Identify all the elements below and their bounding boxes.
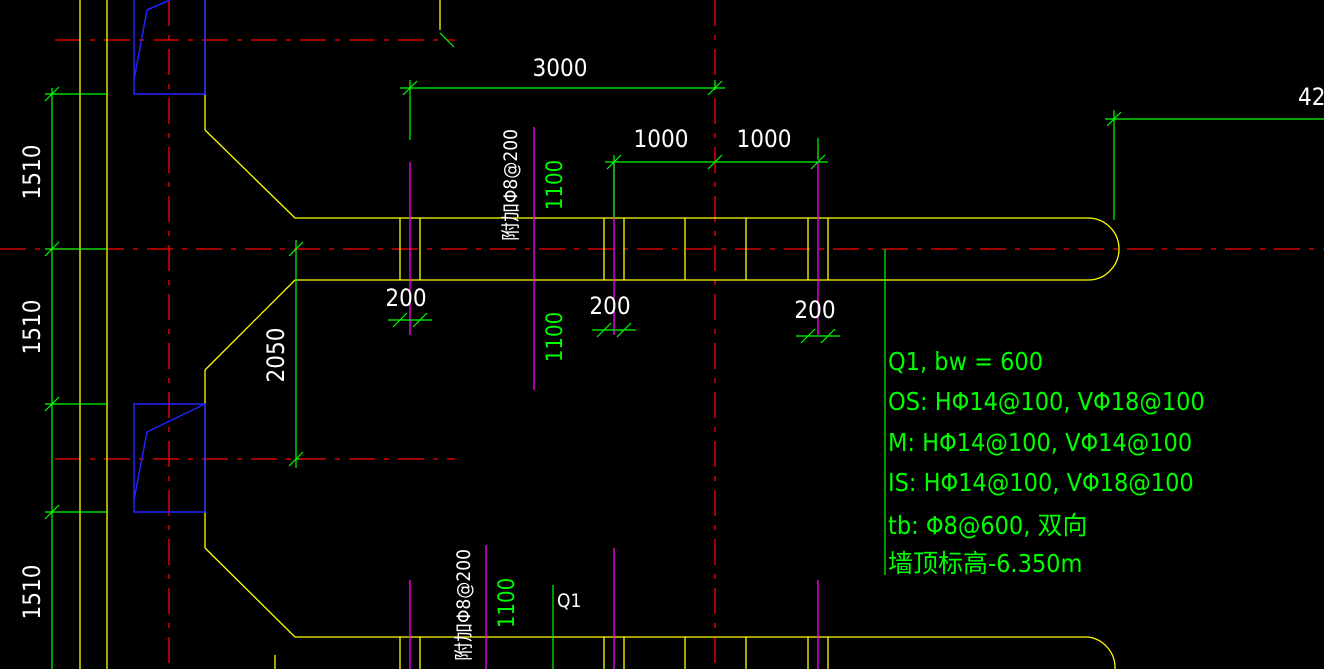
dim-top-span: 3000	[533, 54, 588, 82]
added-rebar-upper-label: 附加Φ8@200	[500, 129, 522, 241]
rebar-length-upper-top: 1100	[543, 160, 568, 210]
wall-note-4: IS: HΦ14@100, VΦ18@100	[888, 468, 1194, 497]
dim-left-lower: 1510	[18, 565, 46, 620]
upper-wall-flange	[204, 129, 1120, 371]
lower-wall-flange	[204, 547, 1116, 669]
wall-note-6: 墙顶标高-6.350m	[888, 549, 1082, 578]
dim-left-upper: 1510	[18, 145, 46, 200]
rebar-length-upper-bottom: 1100	[543, 312, 568, 362]
wall-tag: Q1	[557, 590, 581, 612]
dim-flange-height: 2050	[262, 328, 290, 383]
wall-notes: Q1, bw = 600 OS: HΦ14@100, VΦ18@100 M: H…	[888, 347, 1205, 578]
dim-cut-width-3: 200	[794, 296, 835, 324]
added-rebar-lower-label: 附加Φ8@200	[453, 549, 475, 661]
wall-note-3: M: HΦ14@100, VΦ14@100	[888, 428, 1192, 457]
dim-sub-span-right: 1000	[737, 125, 792, 153]
column-middle	[133, 403, 206, 513]
dimension-lines	[44, 32, 1324, 669]
columns	[133, 0, 206, 513]
column-upper	[133, 0, 206, 95]
dim-cut-width-1: 200	[385, 284, 426, 312]
dim-cut-width-2: 200	[589, 292, 630, 320]
dim-sub-span-left: 1000	[634, 125, 689, 153]
dim-partial-right: 42	[1298, 83, 1324, 111]
wall-note-5: tb: Φ8@600, 双向	[888, 511, 1088, 540]
wall-note-1: Q1, bw = 600	[888, 347, 1043, 376]
dim-left-middle: 1510	[18, 300, 46, 355]
rebar-length-lower: 1100	[495, 578, 520, 628]
wall-note-2: OS: HΦ14@100, VΦ18@100	[888, 387, 1205, 416]
wall-outlines	[79, 0, 1120, 669]
